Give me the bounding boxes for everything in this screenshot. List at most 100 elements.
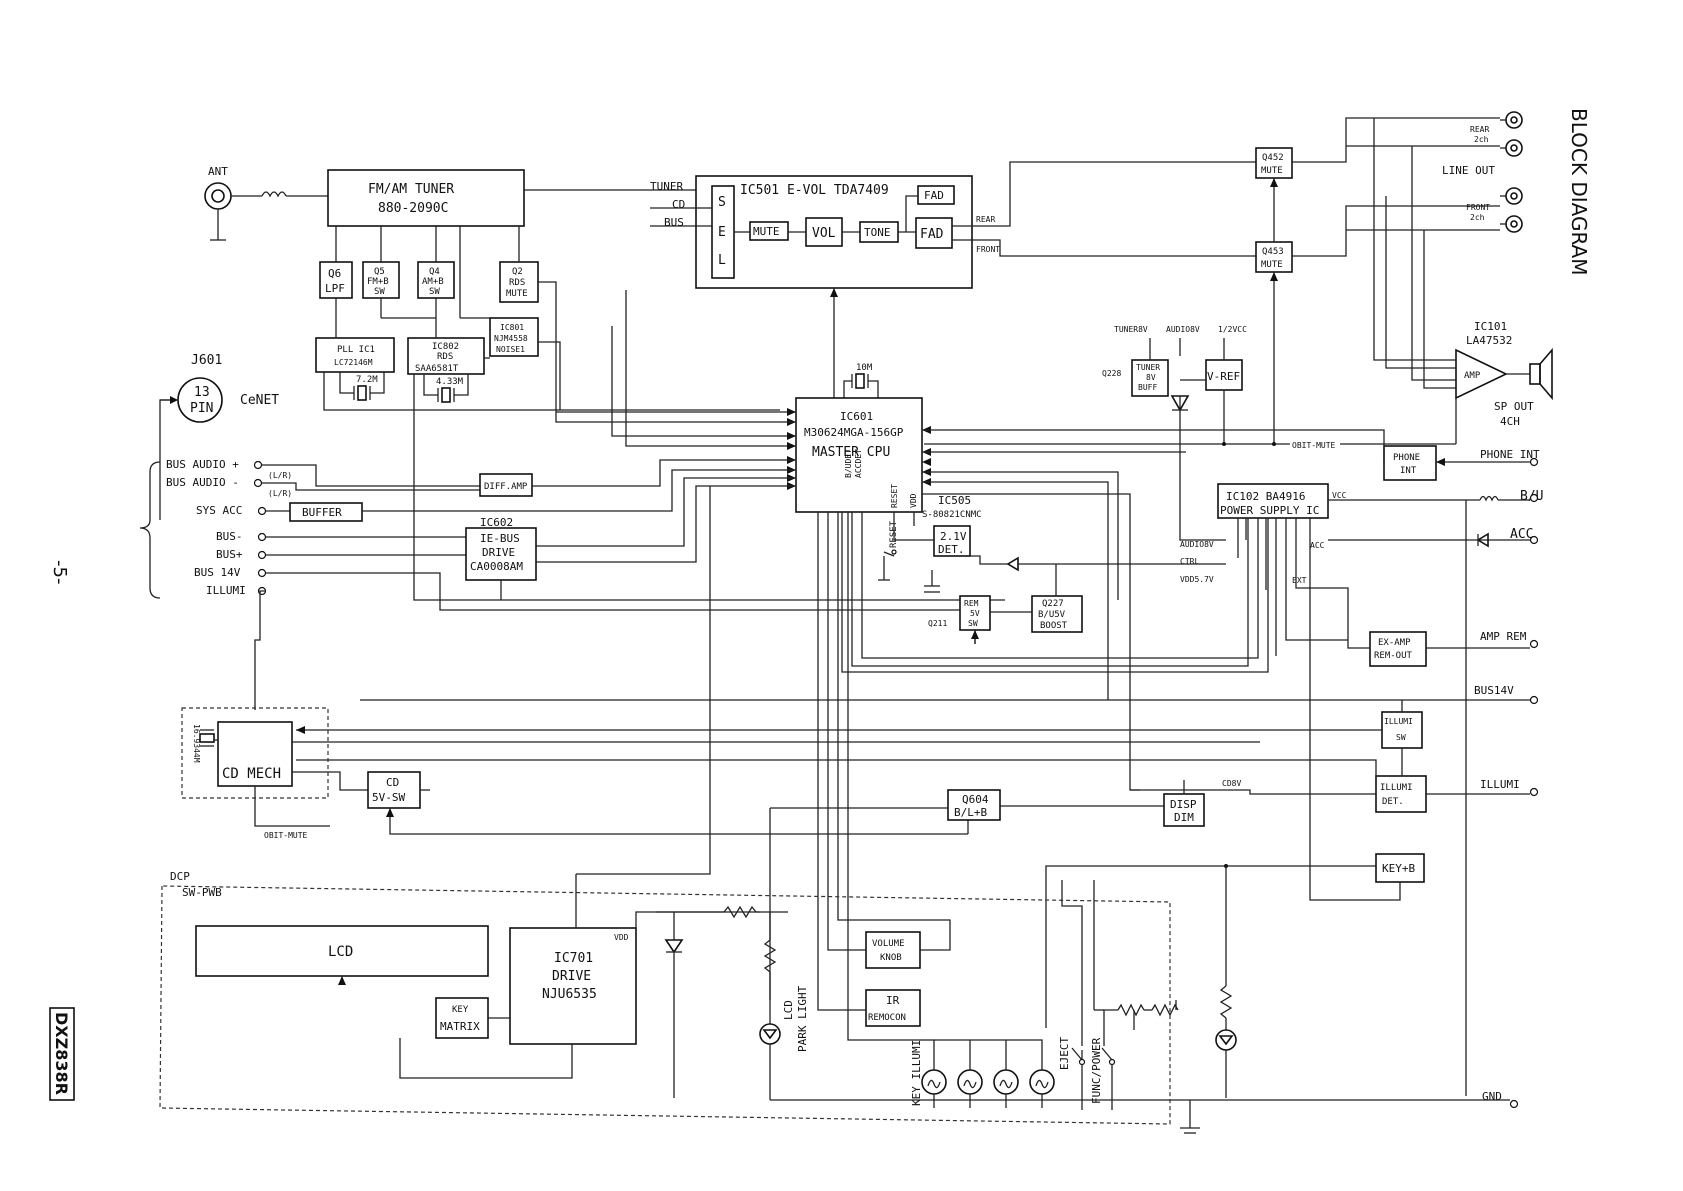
model-number: DXZ838R — [52, 1012, 71, 1095]
svg-text:AUDIO8V: AUDIO8V — [1166, 325, 1200, 334]
svg-text:SYS ACC: SYS ACC — [196, 504, 242, 517]
svg-text:KEY: KEY — [452, 1005, 469, 1015]
svg-text:J601: J601 — [191, 353, 222, 368]
svg-text:MASTER CPU: MASTER CPU — [812, 445, 890, 460]
svg-text:MATRIX: MATRIX — [440, 1020, 480, 1033]
svg-text:REM: REM — [964, 599, 979, 608]
svg-text:IC802: IC802 — [432, 342, 459, 352]
svg-text:NJU6535: NJU6535 — [542, 987, 597, 1002]
svg-text:SW-PWB: SW-PWB — [182, 886, 222, 899]
svg-text:REMOCON: REMOCON — [868, 1013, 906, 1023]
svg-text:PHONE: PHONE — [1393, 453, 1420, 463]
svg-text:E: E — [718, 225, 726, 240]
svg-text:ILLUMI: ILLUMI — [1480, 778, 1520, 791]
svg-text:LPF: LPF — [325, 282, 345, 295]
svg-text:Q2: Q2 — [512, 267, 523, 277]
svg-text:PIN: PIN — [190, 401, 213, 416]
buffer: BUFFER — [289, 502, 363, 522]
svg-text:5V: 5V — [970, 609, 980, 618]
ant-label: ANT — [208, 165, 228, 178]
svg-text:BUS AUDIO +: BUS AUDIO + — [166, 458, 239, 471]
model-box — [49, 1007, 75, 1101]
tuner-title: FM/AM TUNER — [368, 182, 454, 197]
svg-text:CD: CD — [386, 776, 399, 789]
obit-mute-cd-label: OBIT-MUTE — [264, 831, 308, 840]
svg-text:RDS: RDS — [509, 278, 525, 288]
svg-text:DRIVE: DRIVE — [482, 546, 515, 559]
svg-text:FRONT: FRONT — [976, 245, 1000, 254]
svg-text:B/L+B: B/L+B — [954, 806, 987, 819]
svg-text:IC102 BA4916: IC102 BA4916 — [1226, 490, 1305, 503]
svg-text:TONE: TONE — [864, 226, 891, 239]
svg-text:2ch: 2ch — [1474, 135, 1489, 144]
svg-text:Q604: Q604 — [962, 793, 989, 806]
svg-text:1/2VCC: 1/2VCC — [1218, 325, 1247, 334]
svg-text:2.1V: 2.1V — [940, 530, 967, 543]
svg-text:B/U5V: B/U5V — [1038, 610, 1066, 620]
svg-text:MUTE: MUTE — [506, 289, 528, 299]
svg-text:VOL: VOL — [812, 226, 836, 241]
q2-rds-mute: Q2 RDS MUTE — [499, 261, 539, 303]
ic802-rds: IC802 RDS SAA6581T — [407, 337, 485, 375]
svg-text:Q228: Q228 — [1102, 369, 1121, 378]
svg-text:S: S — [718, 195, 726, 210]
svg-text:Q4: Q4 — [429, 267, 440, 277]
svg-text:DIM: DIM — [1174, 811, 1194, 824]
svg-text:BUFFER: BUFFER — [302, 506, 342, 519]
q453-mute: Q453 MUTE — [1255, 241, 1293, 273]
svg-text:REM-OUT: REM-OUT — [1374, 651, 1413, 661]
svg-text:ILLUMI: ILLUMI — [206, 584, 246, 597]
q452-mute: Q452 MUTE — [1255, 147, 1293, 179]
svg-text:LA47532: LA47532 — [1466, 334, 1512, 347]
svg-text:CD: CD — [672, 198, 685, 211]
svg-text:8V: 8V — [1146, 373, 1156, 382]
svg-text:IE-BUS: IE-BUS — [480, 532, 520, 545]
svg-text:VCC: VCC — [1332, 491, 1347, 500]
svg-text:BUS AUDIO -: BUS AUDIO - — [166, 476, 239, 489]
svg-text:4.33M: 4.33M — [436, 377, 464, 387]
svg-text:(L/R): (L/R) — [268, 489, 292, 498]
svg-text:Q5: Q5 — [374, 267, 385, 277]
tuner-model: 880-2090C — [378, 201, 448, 216]
svg-text:SW: SW — [968, 619, 978, 628]
antenna: ANT — [204, 165, 328, 241]
svg-text:AMP REM: AMP REM — [1480, 630, 1527, 643]
tuner8v-vref: TUNER8V AUDIO8V 1/2VCC Q228 TUNER 8V BUF… — [1102, 325, 1247, 397]
bus14v-label: BUS14V — [1474, 684, 1514, 697]
svg-text:L: L — [718, 253, 726, 268]
cd-mech: CD MECH 16.9344M — [181, 707, 329, 799]
xtal-4-33m: 4.33M — [423, 374, 469, 403]
j601-connector: J601 13 PIN CeNET — [177, 353, 279, 423]
cd8v-label: CD8V — [1222, 779, 1241, 788]
svg-text:LINE OUT: LINE OUT — [1442, 164, 1495, 177]
svg-text:BUS+: BUS+ — [216, 548, 243, 561]
svg-text:SAA6581T: SAA6581T — [415, 364, 459, 374]
svg-text:IC505: IC505 — [938, 494, 971, 507]
svg-text:DISP: DISP — [1170, 798, 1197, 811]
svg-text:IC801: IC801 — [500, 323, 524, 332]
svg-text:5V-SW: 5V-SW — [372, 791, 405, 804]
q4-switch: Q4 AM+B SW — [417, 261, 455, 299]
svg-text:DET.: DET. — [1382, 797, 1404, 807]
q604: Q604 B/L+B — [947, 789, 1001, 821]
svg-text:NJM4558: NJM4558 — [494, 334, 528, 343]
svg-text:DIFF.AMP: DIFF.AMP — [484, 482, 528, 492]
svg-text:ACCDET: ACCDET — [854, 449, 863, 478]
svg-text:S-80821CNMC: S-80821CNMC — [922, 510, 982, 520]
svg-text:VDD5.7V: VDD5.7V — [1180, 575, 1214, 584]
ic101-amp: IC101 LA47532 AMP SP OUT 4CH — [1455, 320, 1553, 428]
svg-text:FAD: FAD — [924, 189, 944, 202]
svg-text:SW: SW — [374, 287, 385, 297]
svg-text:FM+B: FM+B — [367, 277, 389, 287]
svg-text:IC602: IC602 — [480, 516, 513, 529]
q227-boost: Q227 B/U5V BOOST — [1031, 595, 1083, 633]
svg-text:TUNER: TUNER — [650, 180, 683, 193]
svg-text:IC601: IC601 — [840, 410, 873, 423]
svg-text:ACC: ACC — [1310, 541, 1325, 550]
svg-text:B/UDET: B/UDET — [844, 449, 853, 478]
bus-inputs: BUS AUDIO + BUS AUDIO - SYS ACC BUS- BUS… — [166, 458, 292, 597]
svg-text:10M: 10M — [856, 363, 873, 373]
svg-text:FAD: FAD — [920, 227, 944, 242]
svg-text:MUTE: MUTE — [753, 225, 780, 238]
